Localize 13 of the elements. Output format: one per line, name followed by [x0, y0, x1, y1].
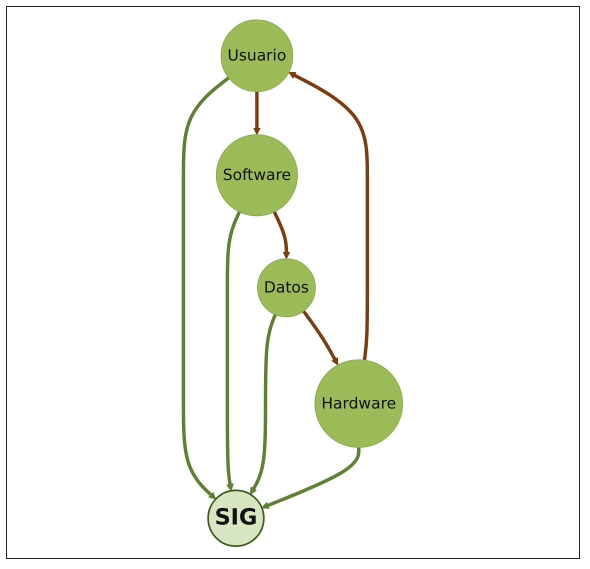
- arrow: [261, 446, 360, 508]
- node-circle: Usuario: [220, 18, 294, 92]
- arrow: [253, 91, 261, 134]
- node-circle: Software: [216, 134, 298, 216]
- arrow: [302, 310, 338, 365]
- node-circle: SIG: [207, 489, 265, 546]
- arrow: [272, 210, 290, 259]
- arrow: [226, 210, 242, 491]
- node-circle: Hardware: [314, 358, 403, 448]
- node-circle: Datos: [257, 258, 316, 317]
- arrow: [182, 76, 230, 500]
- arrow: [250, 313, 277, 494]
- arrow: [288, 71, 370, 360]
